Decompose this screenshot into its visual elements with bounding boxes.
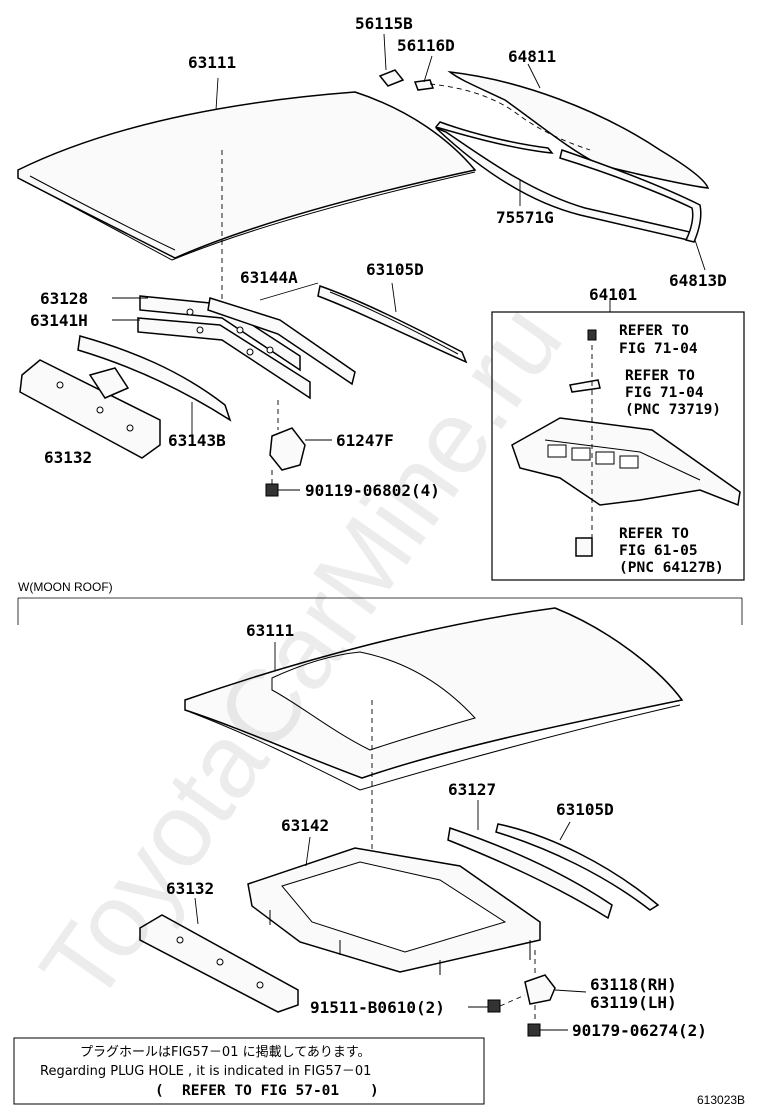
reinforcement-63144a xyxy=(207,297,356,386)
moulding-64813d xyxy=(559,149,702,243)
roof-panel-moonroof xyxy=(184,607,684,791)
label-91511: 91511-B0610(2) xyxy=(310,998,445,1017)
label-63111-top: 63111 xyxy=(188,53,236,72)
bolt-91511 xyxy=(468,994,526,1013)
bracket-61247f xyxy=(269,427,332,471)
note-box xyxy=(13,1037,485,1105)
label-63128: 63128 xyxy=(40,289,88,308)
label-63144a: 63144A xyxy=(240,268,298,287)
label-63143b: 63143B xyxy=(168,431,226,450)
ref1-line1: REFER TO xyxy=(619,323,689,339)
moonroof-frame-63142 xyxy=(247,847,541,975)
label-56115b: 56115B xyxy=(355,14,413,33)
ref3-line1: REFER TO xyxy=(619,526,689,542)
note-paren-close: ) xyxy=(370,1083,379,1099)
inset-box-64101 xyxy=(491,311,745,581)
label-63141h: 63141H xyxy=(30,311,88,330)
label-63105d-bottom: 63105D xyxy=(556,800,614,819)
reinforcement-63105d-top xyxy=(317,285,468,364)
label-63132-bottom: 63132 xyxy=(166,879,214,898)
label-64811: 64811 xyxy=(508,47,556,66)
label-75571g: 75571G xyxy=(496,208,554,227)
label-63142: 63142 xyxy=(281,816,329,835)
ref3-line2: FIG 61-05 xyxy=(619,543,698,559)
label-56116d: 56116D xyxy=(397,36,455,55)
reinforcement-63127 xyxy=(447,827,613,920)
note-line-japanese: プラグホールはFIG57－01 に掲載してあります。 xyxy=(80,1044,371,1060)
reinforcement-63143b xyxy=(77,335,232,422)
reinforcement-63105d-bottom xyxy=(495,823,660,911)
bracket-63118-63119 xyxy=(524,974,587,1005)
label-90179: 90179-06274(2) xyxy=(572,1021,707,1040)
ref2-line1: REFER TO xyxy=(625,368,695,384)
label-63132-top: 63132 xyxy=(44,448,92,467)
label-63127: 63127 xyxy=(448,780,496,799)
label-64101: 64101 xyxy=(589,285,637,304)
header-panel-63132-top xyxy=(19,359,161,459)
label-63118: 63118(RH) xyxy=(590,975,677,994)
rear-panel-64101 xyxy=(511,417,741,507)
section-title-moon-roof: W(MOON ROOF) xyxy=(18,580,113,594)
clip-56115b xyxy=(378,69,405,87)
ref2-line3: (PNC 73719) xyxy=(625,402,721,418)
note-refer-text: REFER TO FIG 57-01 xyxy=(182,1083,339,1099)
ref3-line3: (PNC 64127B) xyxy=(619,560,724,576)
note-line-english: Regarding PLUG HOLE , it is indicated in… xyxy=(40,1064,371,1079)
nut-90179 xyxy=(527,1023,568,1037)
ref2-line2: FIG 71-04 xyxy=(625,385,704,401)
figure-code: 613023B xyxy=(697,1093,745,1107)
note-paren-open: ( xyxy=(155,1083,164,1099)
clip-refer-pnc73719 xyxy=(569,379,601,393)
rear-glass-64811 xyxy=(429,70,710,189)
clip-56116d xyxy=(413,79,435,91)
label-64813d: 64813D xyxy=(669,271,727,290)
ref1-line2: FIG 71-04 xyxy=(619,341,698,357)
label-90119: 90119-06802(4) xyxy=(305,481,440,500)
label-63105d-top: 63105D xyxy=(366,260,424,279)
bracket-refer-pnc64127b xyxy=(575,537,593,557)
header-panel-63132-bottom xyxy=(139,914,299,1013)
label-63119: 63119(LH) xyxy=(590,993,677,1012)
screw-refer-7104 xyxy=(587,329,597,341)
label-63111-bottom: 63111 xyxy=(246,621,294,640)
label-61247f: 61247F xyxy=(336,431,394,450)
roof-panel-top xyxy=(17,91,477,261)
bolt-90119 xyxy=(265,483,300,497)
